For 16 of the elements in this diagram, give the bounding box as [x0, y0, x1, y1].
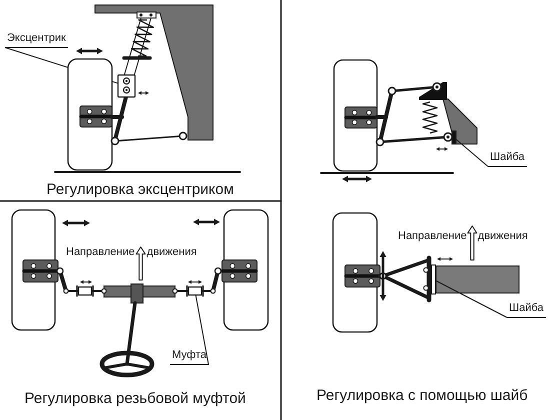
part-label: Шайба	[488, 152, 527, 167]
part-label: Эксцентрик	[5, 33, 68, 48]
threaded-coupling	[186, 285, 204, 297]
part-label: Муфта	[170, 350, 209, 365]
washer	[452, 130, 456, 144]
direction-label: Направление движения	[398, 231, 528, 242]
leader-line	[435, 280, 508, 318]
direction-label: Направление движения	[66, 247, 197, 258]
leader-line	[456, 138, 488, 167]
caption: Регулировка с помощью шайб	[316, 388, 528, 403]
eccentric-bracket	[117, 74, 136, 98]
leader-line	[195, 294, 209, 365]
caption: Регулировка резьбовой муфтой	[24, 391, 246, 406]
part-label: Шайба	[507, 303, 546, 318]
caption: Регулировка эксцентриком	[46, 182, 234, 197]
washer	[431, 264, 436, 294]
